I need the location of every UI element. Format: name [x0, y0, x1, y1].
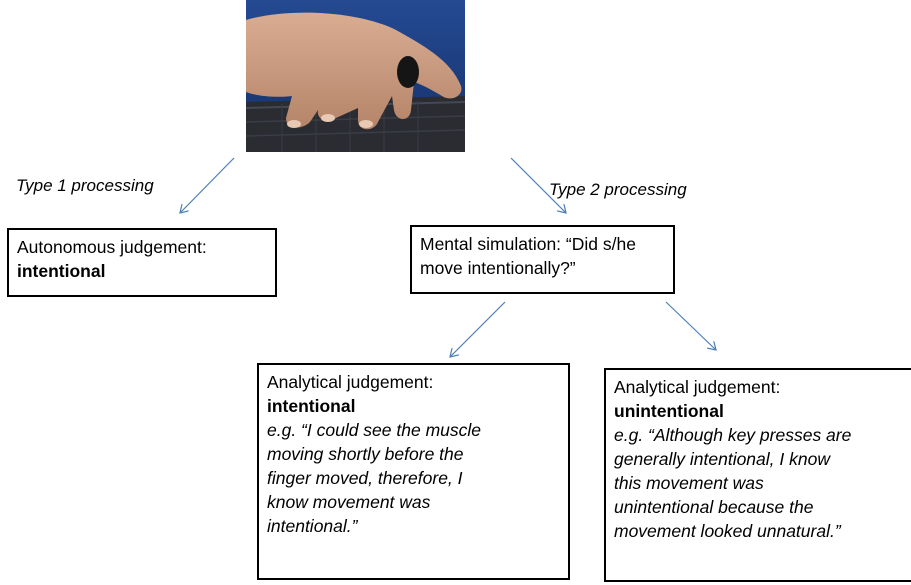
analytical-intentional-value: intentional	[267, 396, 356, 416]
type1-processing-label: Type 1 processing	[16, 176, 154, 195]
analytical-unintentional-example-5: movement looked unnatural.”	[614, 521, 841, 541]
mental-simulation-line2: move intentionally?”	[420, 258, 576, 278]
arrow-to-intentional	[450, 301, 506, 357]
analytical-intentional-label: Analytical judgement:	[267, 372, 434, 392]
autonomous-judgement-value: intentional	[17, 261, 106, 281]
analytical-intentional-example-3: finger moved, therefore, I	[267, 468, 463, 488]
analytical-unintentional-example-2: generally intentional, I know	[614, 449, 830, 469]
analytical-intentional-example-4: know movement was	[267, 492, 431, 512]
analytical-intentional-box: Analytical judgement: intentional e.g. “…	[257, 363, 570, 580]
analytical-intentional-example-5: intentional.”	[267, 516, 358, 536]
hand-on-keyboard-icon	[246, 0, 465, 152]
hand-keyboard-photo	[246, 0, 465, 152]
arrow-to-unintentional	[665, 301, 716, 350]
autonomous-judgement-label: Autonomous judgement:	[17, 237, 207, 257]
analytical-unintentional-example-3: this movement was	[614, 473, 764, 493]
analytical-intentional-example-1: e.g. “I could see the muscle	[267, 420, 481, 440]
arrow-type2	[510, 157, 566, 213]
analytical-unintentional-example-1: e.g. “Although key presses are	[614, 425, 852, 445]
analytical-unintentional-example-4: unintentional because the	[614, 497, 814, 517]
mental-simulation-line1: Mental simulation: “Did s/he	[420, 234, 636, 254]
autonomous-judgement-box: Autonomous judgement: intentional	[7, 228, 277, 297]
analytical-intentional-example-2: moving shortly before the	[267, 444, 464, 464]
arrow-type1	[180, 157, 235, 213]
analytical-unintentional-value: unintentional	[614, 401, 724, 421]
type2-processing-label: Type 2 processing	[549, 180, 687, 199]
analytical-unintentional-box: Analytical judgement: unintentional e.g.…	[604, 368, 911, 582]
mental-simulation-box: Mental simulation: “Did s/he move intent…	[410, 225, 675, 294]
analytical-unintentional-label: Analytical judgement:	[614, 377, 781, 397]
